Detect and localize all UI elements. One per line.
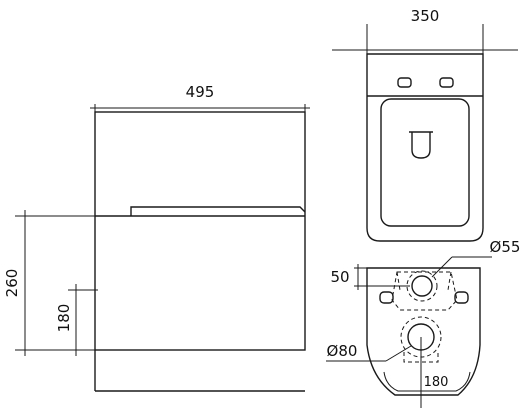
top-width-label: 350 [411, 7, 440, 25]
inner-dashed-frame [391, 271, 458, 311]
top-view: 350 [332, 7, 518, 242]
side-view-body-outline [94, 111, 306, 351]
water-inlet-ring [406, 270, 438, 302]
side-outlet-height-label: 180 [55, 304, 73, 333]
outlet-diameter-label: Ø80 [327, 342, 358, 360]
bottom-view: 50 Ø55 Ø80 180 [326, 238, 520, 408]
side-height-label: 260 [3, 269, 21, 298]
inlet-leader [431, 256, 453, 278]
top-view-bowl [380, 98, 470, 227]
outlet-offset-label: 180 [424, 375, 449, 390]
bowl-drain [411, 132, 431, 159]
outlet-leader [385, 345, 412, 362]
inlet-diameter-label: Ø55 [490, 238, 521, 256]
side-view: 495 260 180 [3, 83, 310, 392]
fixing-hole-left [379, 291, 394, 304]
top-view-outline [366, 53, 484, 242]
outlet-dashed-base [403, 352, 439, 363]
inlet-offset-label: 50 [330, 268, 349, 286]
inner-dashed-ribs [396, 271, 452, 291]
side-view-lid [130, 206, 306, 216]
flush-button-left [397, 77, 412, 88]
bottom-view-foot [383, 371, 471, 392]
fixing-hole-right [454, 291, 469, 304]
side-width-label: 495 [186, 83, 215, 101]
water-inlet-hole [411, 275, 433, 297]
flush-button-right [439, 77, 454, 88]
